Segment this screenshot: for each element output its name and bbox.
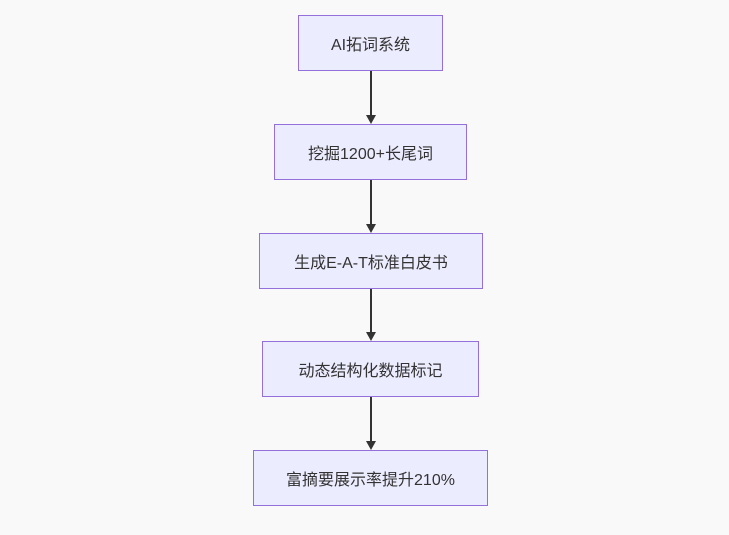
- flow-arrow-3: [365, 289, 376, 341]
- flow-node-longtail-mining: 挖掘1200+长尾词: [274, 124, 467, 180]
- arrow-head-icon: [365, 332, 376, 341]
- flow-node-label: 挖掘1200+长尾词: [308, 146, 433, 163]
- flow-node-structured-data-markup: 动态结构化数据标记: [262, 341, 479, 397]
- arrow-head-icon: [365, 224, 376, 233]
- flow-arrow-2: [365, 180, 376, 233]
- arrow-head-icon: [365, 441, 376, 450]
- flow-node-label: 富摘要展示率提升210%: [286, 472, 455, 489]
- arrow-line: [369, 180, 372, 224]
- arrow-line: [369, 397, 372, 441]
- arrow-line: [369, 289, 372, 332]
- flow-arrow-1: [365, 71, 376, 124]
- flow-node-ai-keyword-system: AI拓词系统: [298, 15, 443, 71]
- flow-node-rich-snippet-uplift: 富摘要展示率提升210%: [253, 450, 488, 506]
- arrow-head-icon: [365, 115, 376, 124]
- flow-node-label: 动态结构化数据标记: [298, 363, 443, 380]
- flow-arrow-4: [365, 397, 376, 450]
- flow-node-label: 生成E-A-T标准白皮书: [294, 255, 448, 272]
- flow-node-eat-whitepaper: 生成E-A-T标准白皮书: [259, 233, 483, 289]
- arrow-line: [369, 71, 372, 115]
- flow-node-label: AI拓词系统: [330, 37, 411, 54]
